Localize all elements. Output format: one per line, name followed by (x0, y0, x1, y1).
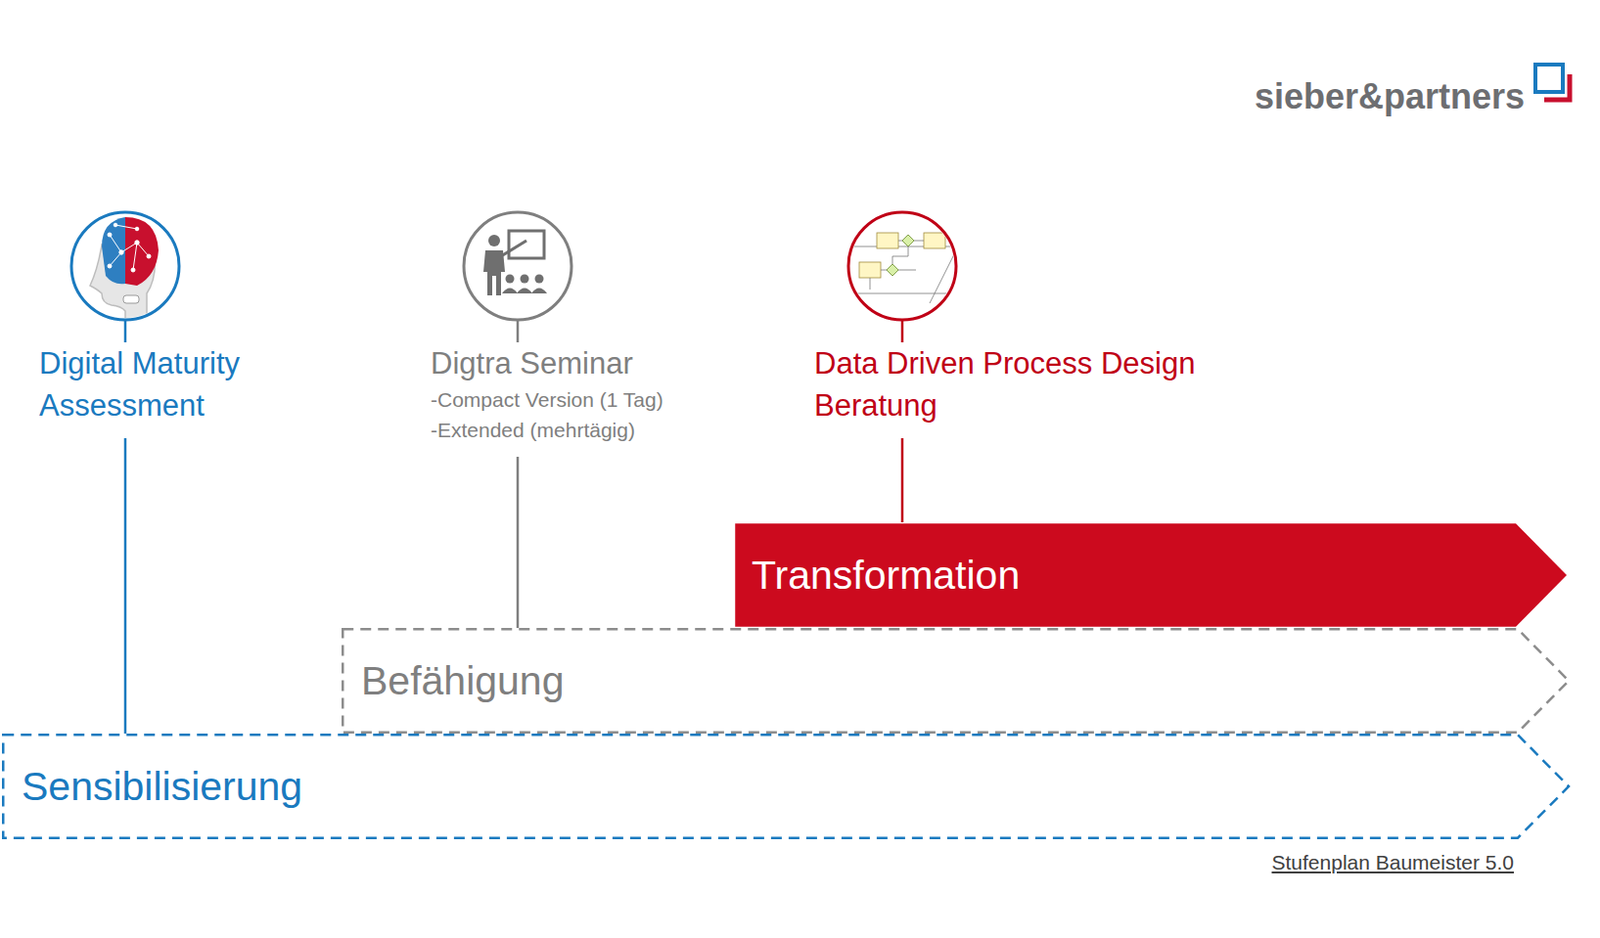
consulting-node: Data Driven Process Design Beratung (814, 208, 1265, 427)
seminar-icon (463, 212, 572, 320)
transformation-band: Transformation (733, 522, 1567, 629)
node-heading: Data Driven Process Design Beratung (814, 342, 1265, 427)
band-outline (2, 734, 1569, 839)
band-label: Sensibilisierung (21, 764, 303, 811)
caption: Stufenplan Baumeister 5.0 (1272, 851, 1515, 875)
tick-line (516, 320, 520, 343)
node-heading: Digital Maturity Assessment (39, 342, 333, 427)
enablement-band: Befähigung (341, 628, 1569, 734)
tick-line (124, 320, 128, 343)
awareness-band: Sensibilisierung (1, 733, 1569, 840)
process-icon (848, 212, 960, 320)
brain-icon (71, 212, 180, 328)
logo-mark (1535, 64, 1570, 100)
connector-line (901, 438, 905, 523)
node-heading: Digtra Seminar (430, 342, 803, 385)
node-detail: -Compact Version (1 Tag) (430, 384, 803, 415)
assessment-node: Digital Maturity Assessment (39, 208, 333, 427)
band-outline (342, 629, 1569, 733)
tick-line (901, 320, 905, 343)
seminar-node: Digtra Seminar-Compact Version (1 Tag)-E… (430, 208, 803, 446)
node-detail: -Extended (mehrtägig) (430, 414, 803, 446)
connector-line (516, 457, 520, 629)
band-outline (734, 523, 1567, 628)
logo-text: sieber&partners (1254, 76, 1525, 118)
band-label: Befähigung (361, 658, 564, 705)
connector-line (124, 438, 128, 734)
band-label: Transformation (751, 552, 1020, 599)
